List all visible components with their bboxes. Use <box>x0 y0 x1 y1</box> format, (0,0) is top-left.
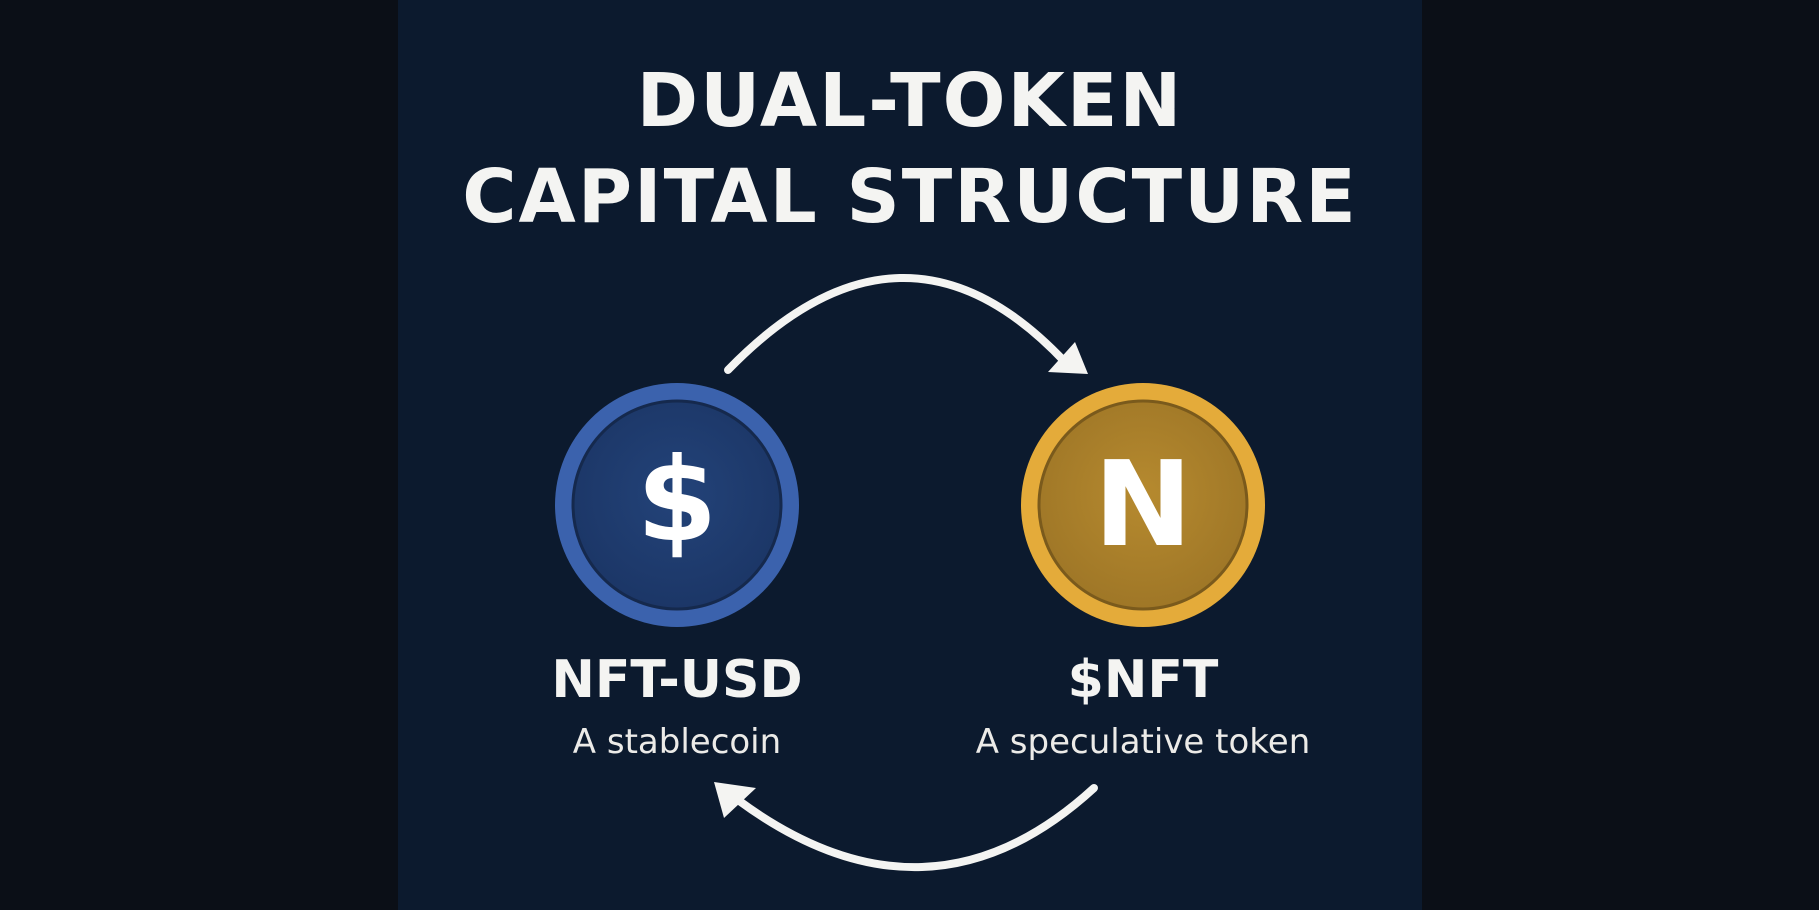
token-name-speculative: $NFT <box>1067 650 1219 710</box>
n-coin-icon: N <box>1021 383 1265 627</box>
arrow-bottom-icon <box>714 782 1098 872</box>
token-flow-diagram: $ N <box>555 274 1265 872</box>
arrow-top-icon <box>724 274 1088 374</box>
token-desc-stablecoin: A stablecoin <box>572 722 782 762</box>
token-desc-speculative: A speculative token <box>975 722 1311 762</box>
diagram-panel: DUAL-TOKEN CAPITAL STRUCTURE <box>398 0 1422 910</box>
token-name-stablecoin: NFT-USD <box>551 650 803 710</box>
coin-symbol-dollar: $ <box>637 433 718 568</box>
coin-symbol-n: N <box>1094 435 1193 573</box>
title-line-2: CAPITAL STRUCTURE <box>462 154 1358 240</box>
title-line-1: DUAL-TOKEN <box>636 58 1184 144</box>
dollar-coin-icon: $ <box>555 383 799 627</box>
